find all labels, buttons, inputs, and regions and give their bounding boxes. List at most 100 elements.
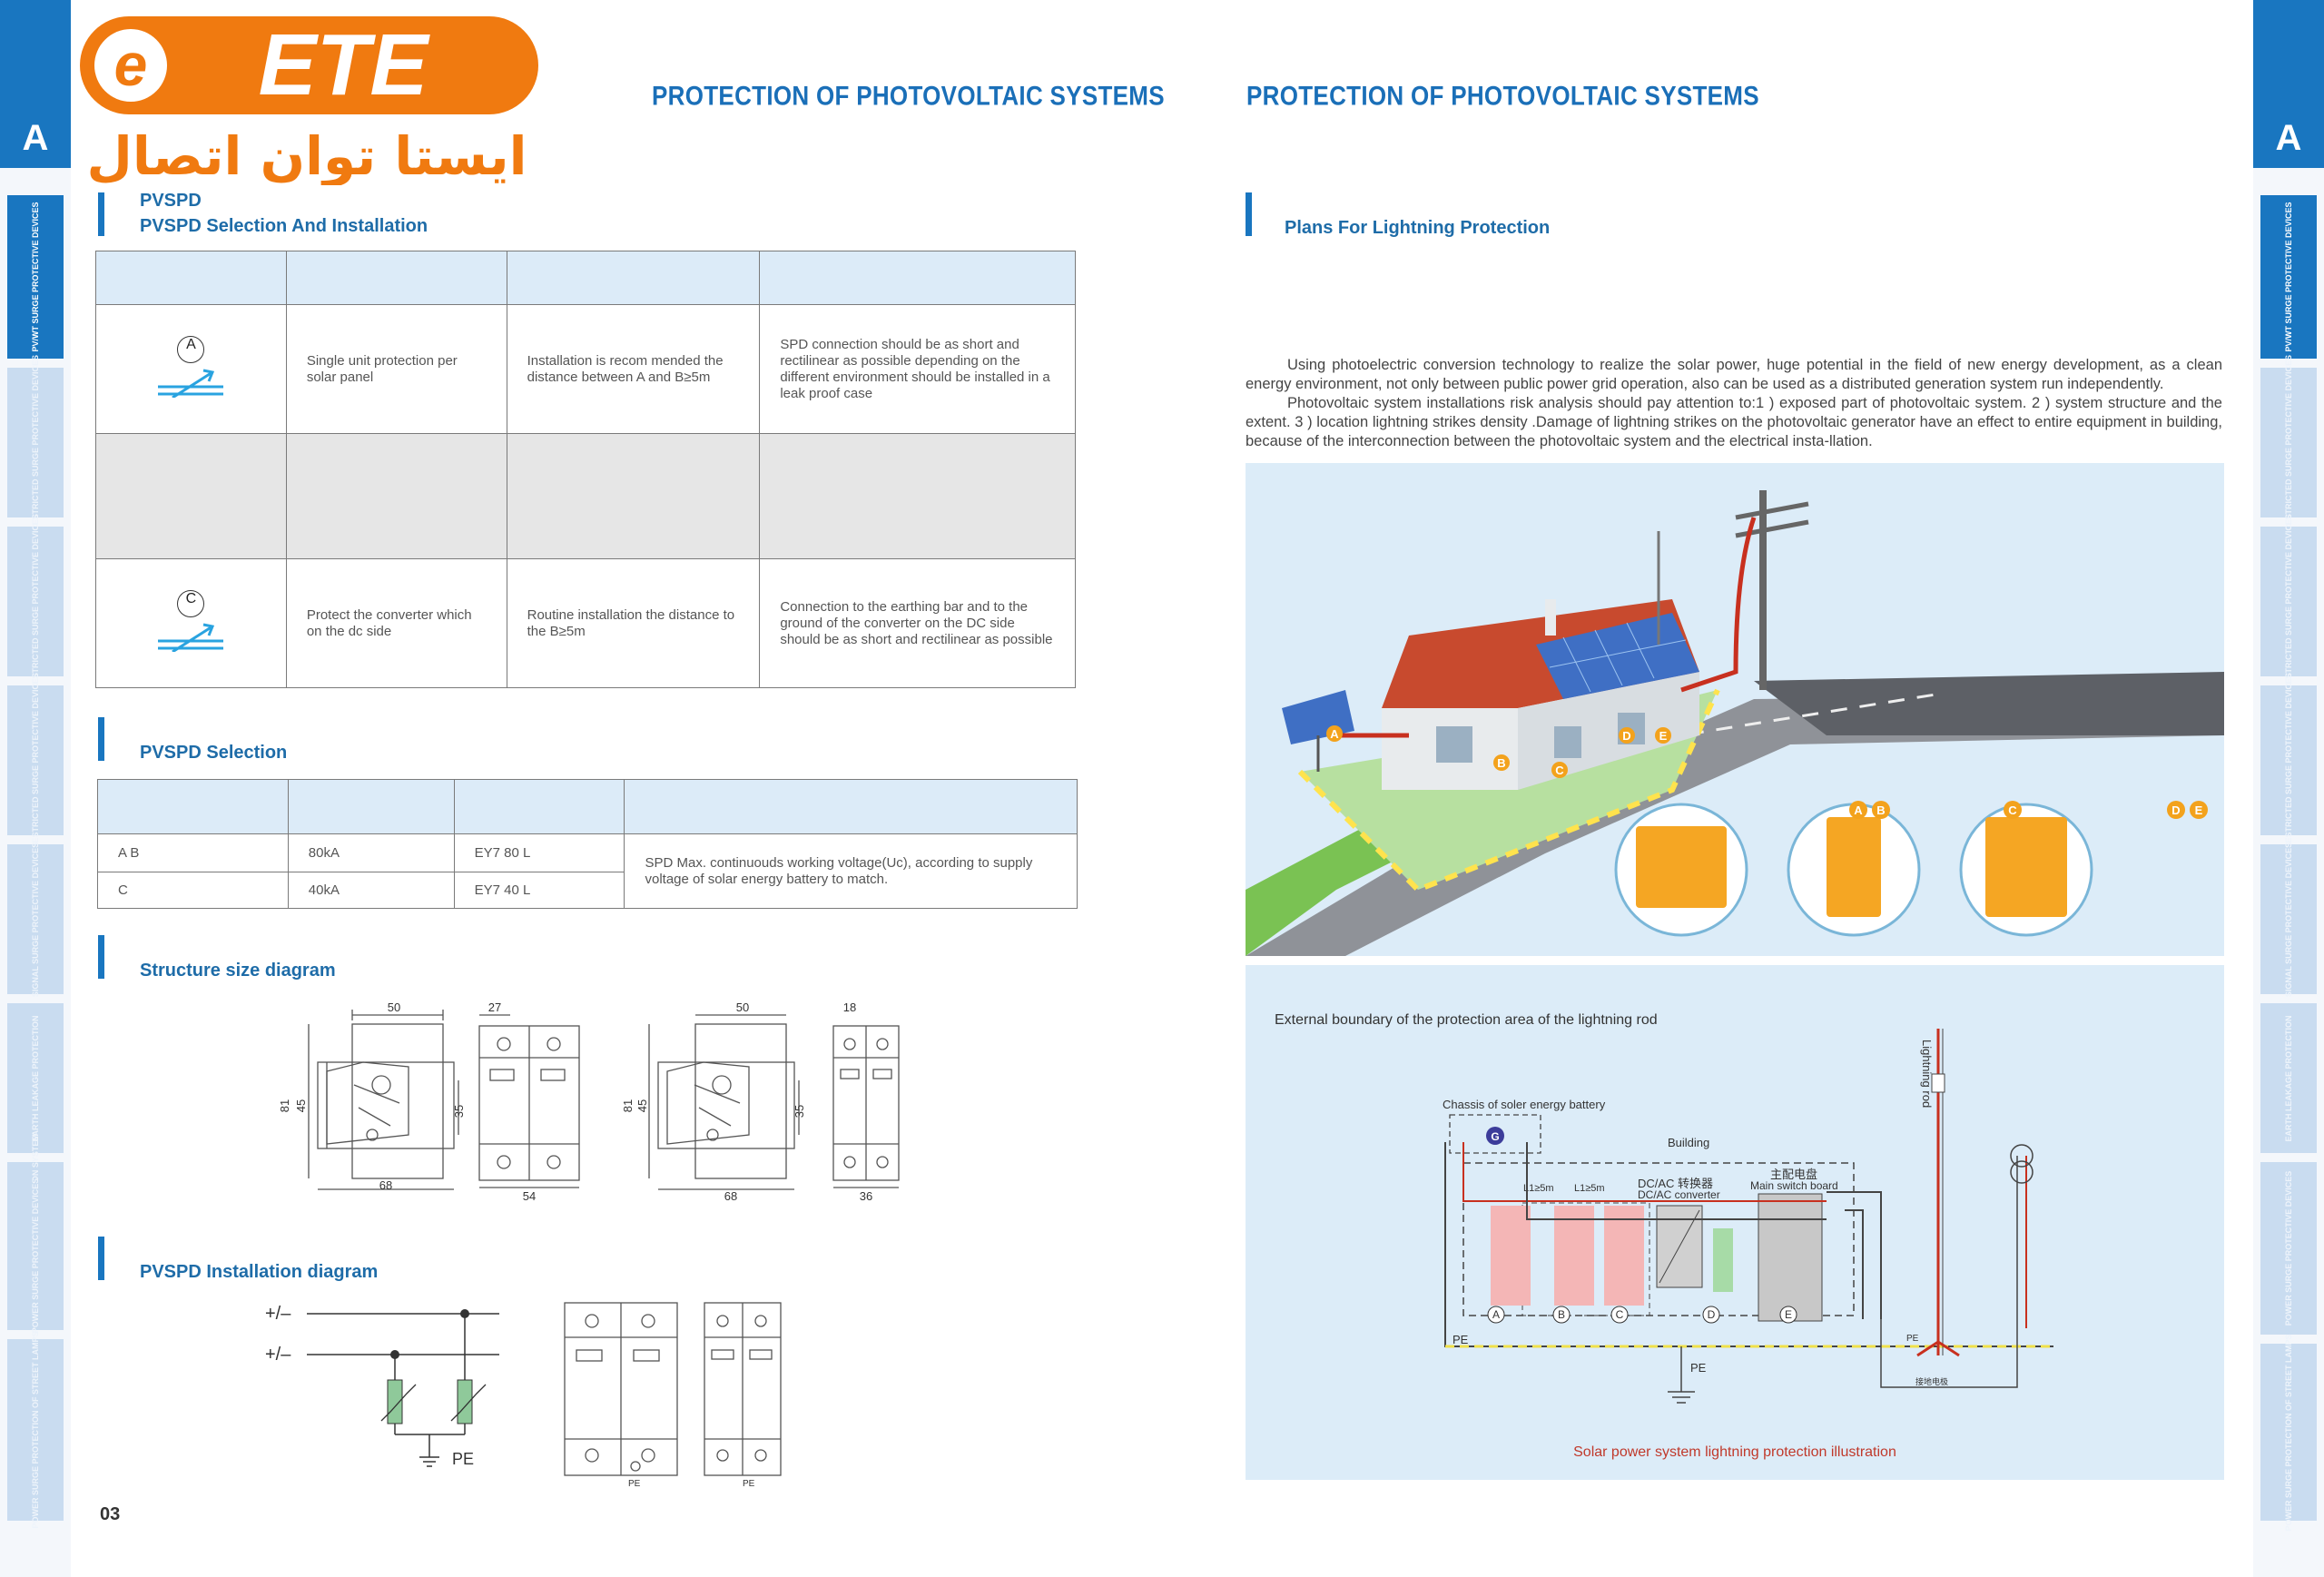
side-tab[interactable]: RESTRICTED SURGE PROTECTIVE DEVICES xyxy=(2260,513,2317,690)
section-letter-tab: A xyxy=(2253,0,2324,168)
section-title-selection: PVSPD Selection xyxy=(140,743,288,763)
switchboard-en-label: Main switch board xyxy=(1750,1179,1838,1192)
table-row: A Single unit protection per solar panel… xyxy=(95,304,1076,434)
table-row: A B 80kA EY7 80 L SPD Max. continuouds w… xyxy=(97,833,1078,909)
side-tab[interactable]: RESTRICTED SURGE PROTECTIVE DEVICES xyxy=(7,513,64,690)
table-cell: EY7 40 L xyxy=(453,872,625,909)
svg-text:D: D xyxy=(1708,1308,1716,1321)
spd-symbol-icon xyxy=(158,623,224,654)
schematic-panel: External boundary of the protection area… xyxy=(1246,965,2224,1480)
position-marker: C xyxy=(177,590,205,617)
left-side-tabs: A PV/WT SURGE PROTECTIVE DEVICES RESTRIC… xyxy=(0,0,71,1577)
table-cell: Single unit protection per solar panel xyxy=(285,304,507,434)
position-marker: A xyxy=(177,336,205,363)
svg-text:+/–: +/– xyxy=(265,1345,291,1365)
svg-text:18: 18 xyxy=(843,1000,856,1014)
pe-label: PE xyxy=(1690,1361,1707,1375)
section-title-structure: Structure size diagram xyxy=(140,961,336,981)
table-row: C Protect the converter which on the dc … xyxy=(95,558,1076,688)
page-header-right: PROTECTION OF PHOTOVOLTAIC SYSTEMS xyxy=(1246,79,1759,112)
boundary-label: External boundary of the protection area… xyxy=(1275,1012,1658,1028)
side-tab[interactable]: RESTRICTED SURGE PROTECTIVE DEVICES xyxy=(2260,354,2317,531)
svg-text:C: C xyxy=(2008,803,2017,817)
svg-text:A: A xyxy=(1492,1308,1500,1321)
table-cell: EY7 80 L xyxy=(453,833,625,872)
svg-text:50: 50 xyxy=(388,1000,400,1014)
svg-text:B: B xyxy=(1497,756,1505,770)
svg-text:81: 81 xyxy=(278,1099,291,1112)
svg-text:E: E xyxy=(1659,729,1668,743)
svg-text:e: e xyxy=(114,31,148,98)
side-tab[interactable]: RESTRICTED SURGE PROTECTIVE DEVICES xyxy=(2260,672,2317,849)
svg-text:81: 81 xyxy=(621,1099,635,1112)
selection-table: A B 80kA EY7 80 L SPD Max. continuouds w… xyxy=(97,779,1078,909)
section-bar xyxy=(98,1237,104,1280)
table-cell: C xyxy=(97,872,289,909)
svg-text:36: 36 xyxy=(860,1189,872,1203)
side-tab[interactable]: SIGNAL SURGE PROTECTIVE DEVICES xyxy=(2260,842,2317,997)
side-tab[interactable]: RESTRICTED SURGE PROTECTIVE DEVICES xyxy=(7,354,64,531)
section-bar xyxy=(98,192,104,236)
side-tab[interactable]: EARTH LEAKAGE PROTECTION xyxy=(7,1003,64,1153)
section-bar xyxy=(98,717,104,761)
chassis-label: Chassis of soler energy battery xyxy=(1443,1098,1606,1111)
pe-label: PE xyxy=(1906,1334,1919,1344)
distance-label: L1≥5m xyxy=(1523,1183,1554,1194)
table-row: C 40kA EY7 40 L xyxy=(97,872,1078,909)
svg-text:+/–: +/– xyxy=(265,1304,291,1324)
installation-diagram: +/– +/– PE xyxy=(263,1294,808,1493)
risk-paragraph: Photovoltaic system installations risk a… xyxy=(1246,395,2222,449)
svg-text:D: D xyxy=(1622,729,1630,743)
side-tab[interactable]: POWER SURGE PROTECTION OF STREET LAMPS xyxy=(7,1331,64,1529)
svg-text:ETE: ETE xyxy=(259,16,431,113)
table-header-row xyxy=(97,779,1078,834)
converter-en-label: DC/AC converter xyxy=(1638,1188,1720,1201)
table-cell: Protect the converter which on the dc si… xyxy=(285,558,507,688)
svg-text:B: B xyxy=(1558,1308,1565,1321)
table-cell: SPD connection should be as short and re… xyxy=(759,304,1076,434)
side-tab[interactable]: POWER SURGE PROTECTIVE DEVICES xyxy=(7,1178,64,1333)
svg-text:A: A xyxy=(1854,803,1863,817)
svg-text:68: 68 xyxy=(724,1189,737,1203)
table-cell: SPD Max. continuouds working voltage(Uc)… xyxy=(624,833,1078,909)
table-cell: Installation is recom mended the distanc… xyxy=(506,304,761,434)
svg-text:45: 45 xyxy=(294,1099,308,1112)
svg-text:50: 50 xyxy=(736,1000,749,1014)
svg-text:35: 35 xyxy=(793,1105,806,1118)
svg-text:27: 27 xyxy=(488,1000,501,1014)
svg-text:A: A xyxy=(1330,727,1339,741)
earth-electrode-label: 接地电极 xyxy=(1915,1377,1949,1386)
install-table: A Single unit protection per solar panel… xyxy=(95,251,1076,688)
page-header-left: PROTECTION OF PHOTOVOLTAIC SYSTEMS xyxy=(652,79,1165,112)
side-tab[interactable]: PV/WT SURGE PROTECTIVE DEVICES xyxy=(7,195,64,359)
svg-text:E: E xyxy=(2195,803,2203,817)
side-tab[interactable]: EARTH LEAKAGE PROTECTION xyxy=(2260,1003,2317,1153)
side-tab[interactable]: SIGNAL SURGE PROTECTIVE DEVICES xyxy=(7,842,64,997)
svg-text:C: C xyxy=(1616,1308,1624,1321)
page-number: 03 xyxy=(100,1504,121,1524)
side-tab[interactable]: PV/WT SURGE PROTECTIVE DEVICES xyxy=(2260,195,2317,359)
svg-text:PE: PE xyxy=(743,1479,755,1489)
section-bar xyxy=(1246,192,1252,236)
svg-text:C: C xyxy=(1555,764,1564,777)
side-tab[interactable]: POWER SURGE PROTECTION OF STREET LAMPS xyxy=(2260,1334,2317,1531)
svg-text:PE: PE xyxy=(628,1479,641,1489)
svg-text:ایستا توان اتصال: ایستا توان اتصال xyxy=(87,125,527,185)
svg-text:45: 45 xyxy=(635,1099,649,1112)
table-cell: 80kA xyxy=(287,833,455,872)
svg-text:54: 54 xyxy=(523,1189,536,1203)
svg-text:E: E xyxy=(1785,1308,1792,1321)
converter-cn-label: DC/AC 转换器 xyxy=(1638,1177,1714,1190)
switchboard-cn-label: 主配电盘 xyxy=(1770,1168,1818,1181)
side-tab[interactable]: RESTRICTED SURGE PROTECTIVE DEVICES xyxy=(7,672,64,849)
table-header-row xyxy=(95,251,1076,305)
svg-text:68: 68 xyxy=(379,1178,392,1192)
section-title-selection-install: PVSPD Selection And Installation xyxy=(140,216,428,236)
section-title-installation-diagram: PVSPD Installation diagram xyxy=(140,1262,379,1282)
schematic-caption: Solar power system lightning protection … xyxy=(1573,1444,1896,1460)
side-tab[interactable]: POWER SURGE PROTECTIVE DEVICES xyxy=(2260,1162,2317,1335)
distance-label: L1≥5m xyxy=(1574,1183,1605,1194)
building-label: Building xyxy=(1668,1136,1710,1149)
svg-text:PE: PE xyxy=(452,1450,474,1468)
spd-symbol-icon xyxy=(158,369,224,399)
